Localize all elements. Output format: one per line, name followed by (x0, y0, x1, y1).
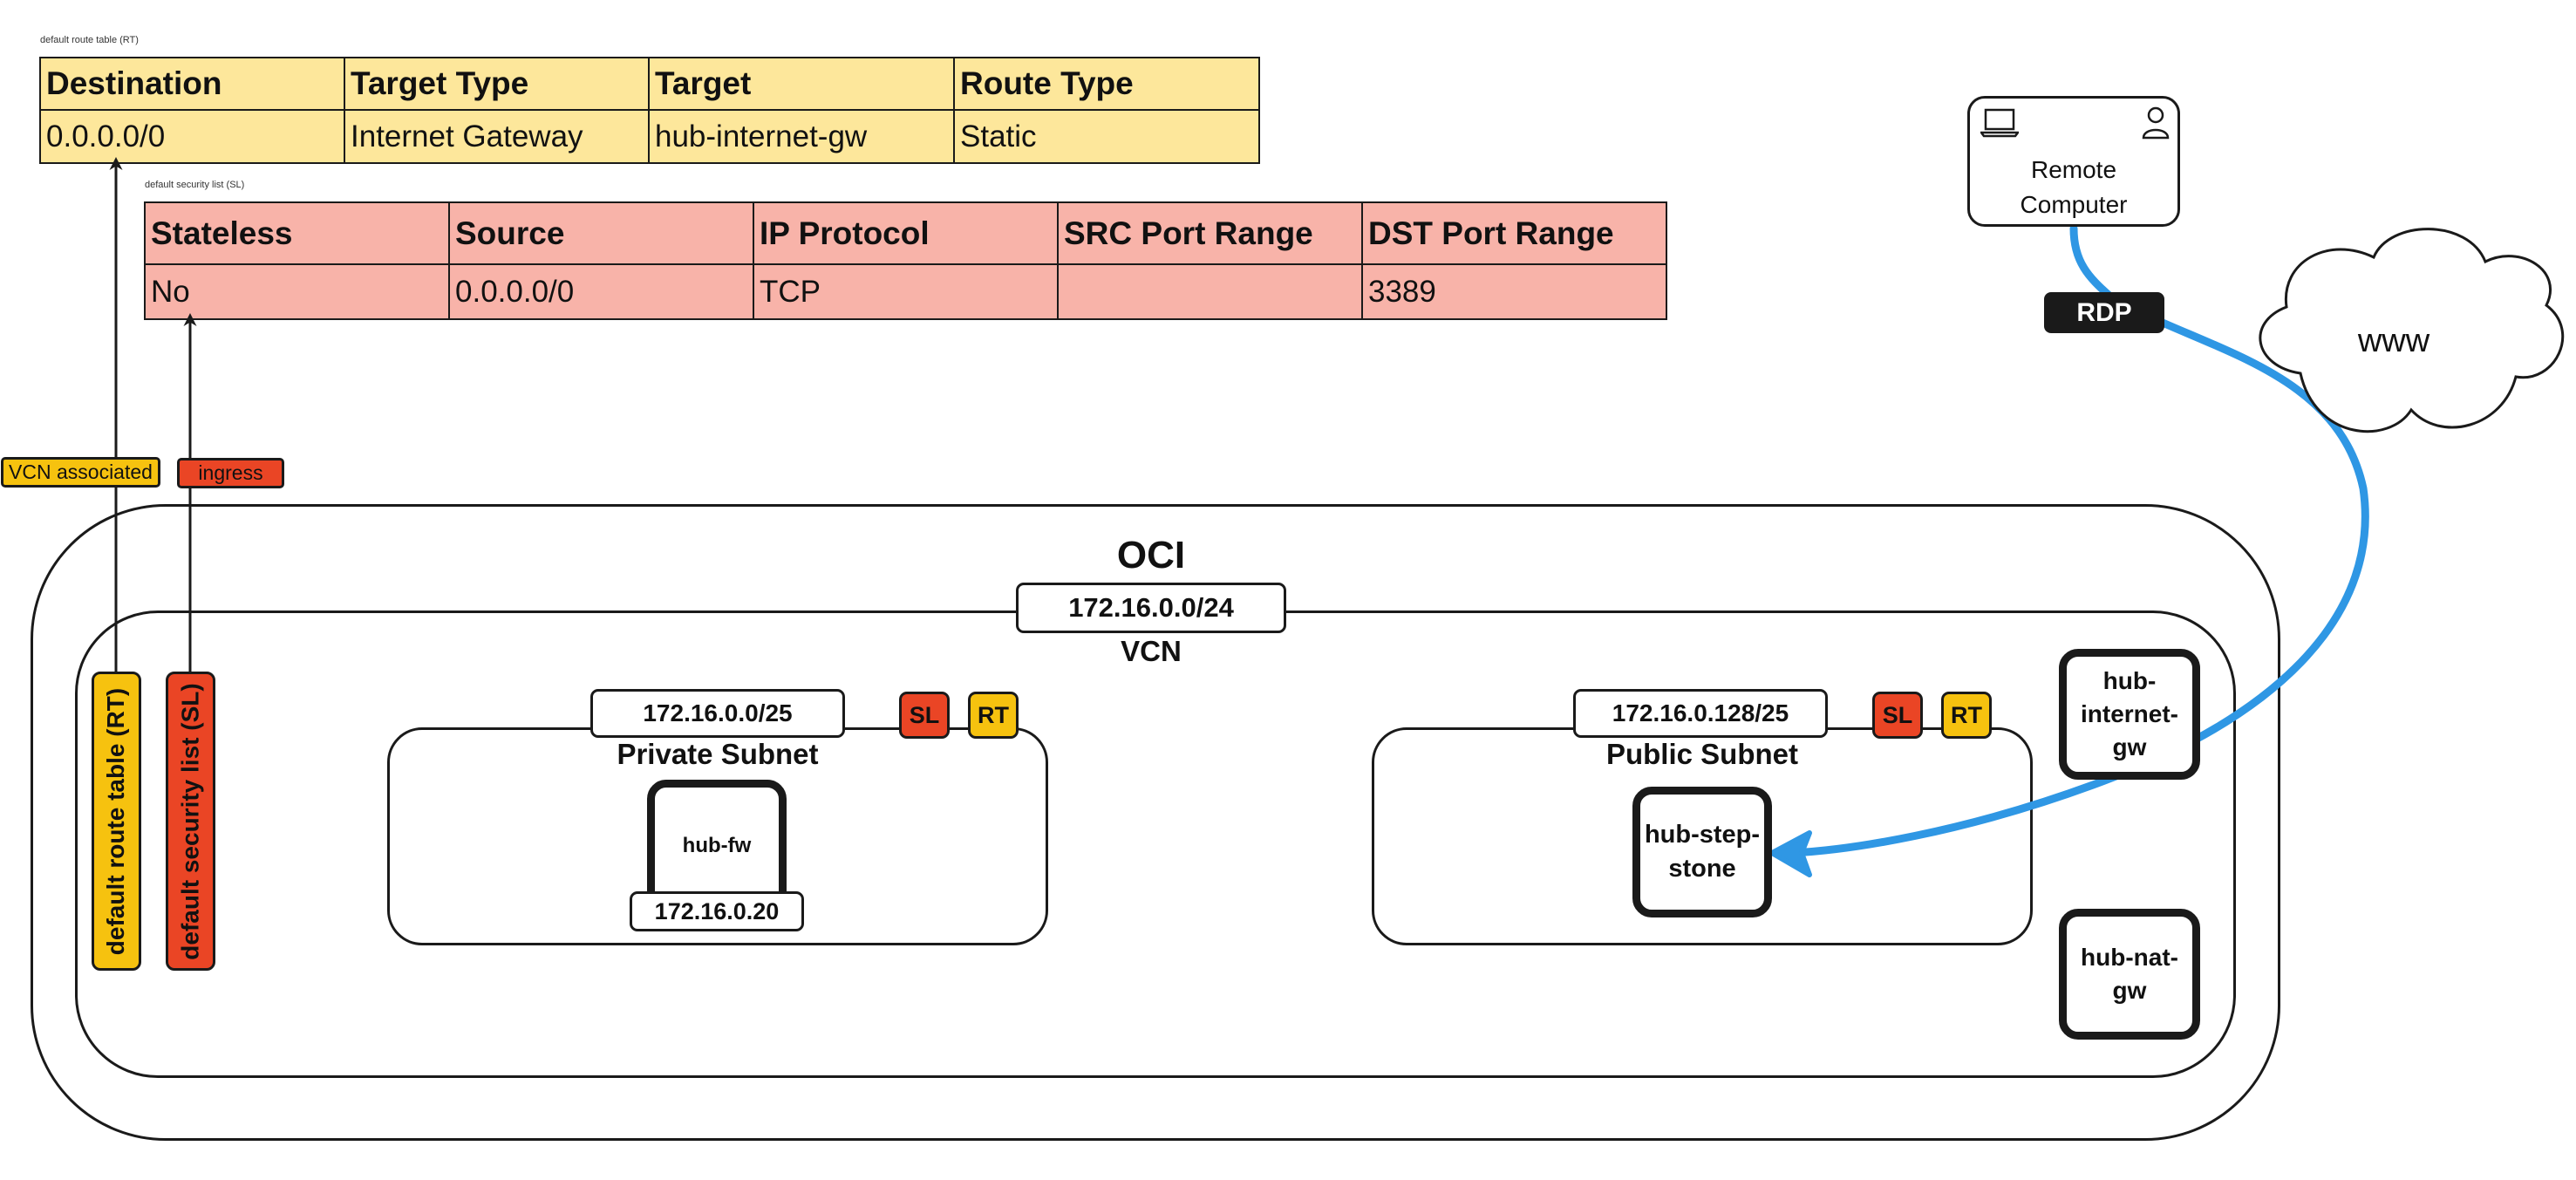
private-subnet-label: Private Subnet (617, 738, 819, 770)
security-list-header: IP Protocol (753, 201, 1059, 265)
security-list-header: Stateless (144, 201, 450, 265)
public-subnet-rt-badge[interactable]: RT (1941, 692, 1992, 739)
public-subnet-cidr-pill[interactable]: 172.16.0.128/25 (1573, 689, 1828, 738)
ingress-tag: ingress (177, 458, 284, 488)
route-table-caption: default route table (RT) (40, 35, 139, 45)
route-table-header: Route Type (953, 57, 1260, 111)
security-list-cell: No (144, 263, 450, 320)
hub-fw-ip-pill[interactable]: 172.16.0.20 (630, 891, 804, 931)
rdp-connection-label: RDP (2044, 292, 2164, 333)
rdp-flow-arrowhead (1769, 830, 1812, 877)
hub-nat-gw-node[interactable]: hub-nat- gw (2059, 909, 2200, 1040)
cloud-icon (2259, 228, 2565, 433)
security-list-cell: TCP (753, 263, 1059, 320)
route-table-cell: Static (953, 109, 1260, 164)
private-subnet-rt-badge[interactable]: RT (968, 692, 1019, 739)
route-table-header: Target (648, 57, 955, 111)
public-subnet-sl-badge[interactable]: SL (1872, 692, 1923, 739)
public-subnet-label: Public Subnet (1605, 738, 1798, 770)
default-security-list-text: default security list (SL) (176, 682, 204, 960)
remote-computer-label: Remote Computer (2020, 156, 2128, 218)
security-list-header: DST Port Range (1361, 201, 1667, 265)
security-list-header: SRC Port Range (1057, 201, 1363, 265)
security-list-cell: 0.0.0.0/0 (448, 263, 754, 320)
oci-title: OCI (1116, 534, 1186, 576)
hub-step-stone-instance[interactable]: hub-step- stone (1632, 787, 1772, 917)
route-table-cell: 0.0.0.0/0 (39, 109, 345, 164)
default-security-list-label[interactable]: default security list (SL) (166, 672, 215, 971)
security-list-cell (1057, 263, 1363, 320)
security-list-table: Stateless Source IP Protocol SRC Port Ra… (144, 201, 1667, 320)
vcn-label: VCN (1121, 635, 1182, 667)
private-subnet-sl-badge[interactable]: SL (899, 692, 950, 739)
security-list-caption: default security list (SL) (145, 180, 245, 190)
route-table-header: Destination (39, 57, 345, 111)
private-subnet-cidr-pill[interactable]: 172.16.0.0/25 (590, 689, 845, 738)
default-route-table-label[interactable]: default route table (RT) (92, 672, 141, 971)
default-route-table-text: default route table (RT) (102, 687, 130, 955)
route-table: Destination Target Type Target Route Typ… (39, 57, 1260, 164)
route-table-cell: hub-internet-gw (648, 109, 955, 164)
hub-internet-gw-node[interactable]: hub- internet- gw (2059, 649, 2200, 780)
security-list-cell: 3389 (1361, 263, 1667, 320)
user-icon (2142, 106, 2170, 140)
internet-label: www (2357, 323, 2430, 359)
route-table-header: Target Type (344, 57, 650, 111)
route-table-cell: Internet Gateway (344, 109, 650, 164)
hub-fw-instance[interactable]: hub-fw (647, 780, 787, 911)
vcn-cidr-pill[interactable]: 172.16.0.0/24 (1016, 583, 1286, 633)
oci-region-container (31, 504, 2280, 1141)
laptop-icon (1980, 108, 2019, 138)
security-list-header: Source (448, 201, 754, 265)
vcn-associated-tag: VCN associated (1, 457, 160, 488)
remote-computer-node[interactable]: Remote Computer (1967, 96, 2180, 227)
